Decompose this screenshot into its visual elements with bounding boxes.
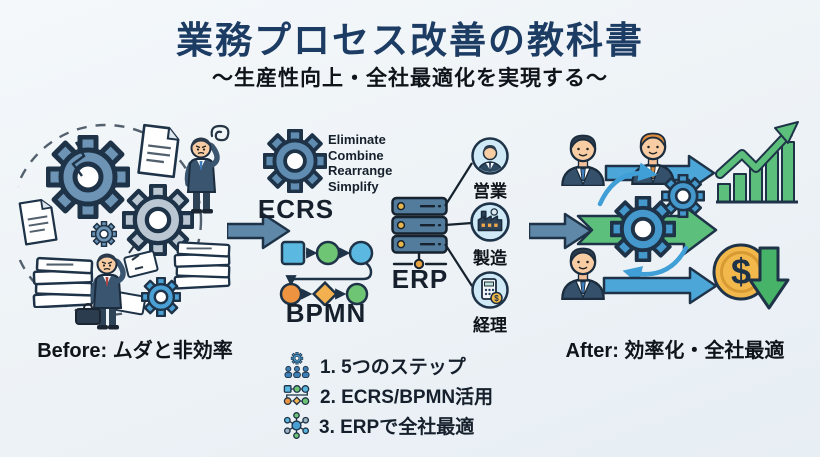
cost-down-arrow: [748, 246, 790, 310]
erp-connector-lines: [444, 162, 473, 287]
flow-arrow-2: [529, 212, 593, 250]
paper-stack-icon: [173, 240, 231, 290]
dept-manufacturing-label: 製造: [473, 249, 507, 268]
document-icon: [18, 197, 58, 246]
document-icon: [137, 123, 181, 179]
summary-item: 2. ECRS/BPMN活用: [283, 382, 493, 409]
growth-chart-icon: [715, 121, 799, 204]
sync-arrow: [597, 162, 658, 207]
ecrs-word-list: Eliminate Combine Rearrange Simplify: [328, 132, 392, 194]
erp-label: ERP: [391, 264, 449, 294]
bpmn-task-node: [280, 240, 306, 266]
mini-flowchart-icon: [283, 385, 310, 406]
ecrs-word: Rearrange: [328, 163, 393, 178]
ecrs-word: Eliminate: [328, 132, 386, 147]
page-title: 業務プロセス改善の教科書: [176, 20, 644, 61]
ecrs-word: Simplify: [328, 178, 379, 194]
before-illustration: [18, 123, 231, 337]
ecrs-gear-icon: [263, 129, 327, 193]
bpmn-gateway-node: [311, 280, 339, 306]
accounting-calculator-icon: $: [471, 271, 509, 309]
summary-item-label: 2. ECRS/BPMN活用: [320, 387, 494, 408]
bpmn-event-node: [345, 282, 369, 306]
flow-arrow-1: [227, 212, 291, 250]
ecrs-label: ECRS: [257, 194, 335, 224]
progress-arrow: [602, 266, 718, 305]
stress-marks: [128, 245, 144, 270]
dashed-cycle-outline: [18, 123, 203, 317]
summary-item-label: 3. ERPで全社最適: [319, 417, 475, 438]
ecrs-word: Combine: [328, 147, 384, 163]
paper-stack-icon: [32, 256, 94, 308]
process-gear-icon: [661, 174, 705, 218]
team-gear-icon: [284, 352, 310, 379]
bpmn-label: BPMN: [285, 298, 367, 328]
after-label: After: 効率化・全社最適: [565, 340, 785, 362]
bpmn-event-node: [348, 240, 374, 266]
bpmn-diagram: [279, 240, 374, 306]
summary-item: 1. 5つのステップ: [283, 352, 493, 379]
loose-paper-icon: [123, 250, 159, 278]
coin-currency-symbol: $: [731, 251, 751, 292]
coin-currency-symbol: $: [494, 294, 499, 303]
factory-icon: [470, 202, 510, 242]
broken-gear-icon: [48, 137, 128, 217]
after-illustration: $: [561, 121, 799, 310]
confusion-swirl-icon: [210, 124, 230, 142]
stressed-worker-icon: [187, 138, 217, 214]
bpmn-event-node: [315, 240, 341, 266]
salesperson-icon: [471, 137, 509, 175]
worker-icon: [561, 134, 605, 186]
before-label: Before: ムダと非効率: [37, 340, 233, 362]
network-icon: [283, 412, 310, 439]
briefcase-icon: [75, 302, 101, 325]
bpmn-event-node: [279, 282, 303, 306]
coin-icon: [490, 291, 503, 305]
dept-sales-label: 営業: [473, 182, 507, 201]
summary-list: 1. 5つのステップ 2. ECRS/BPMN活用: [283, 352, 493, 439]
erp-server-icon: [391, 196, 448, 270]
sync-arrow: [622, 245, 689, 285]
dept-accounting-label: 経理: [473, 316, 507, 335]
worker-icon: [561, 247, 605, 300]
summary-item-label: 1. 5つのステップ: [320, 357, 466, 378]
worker-icon: [631, 132, 675, 185]
small-gear-icon: [91, 221, 117, 247]
page-subtitle: 〜生産性向上・全社最適化を実現する〜: [212, 67, 608, 90]
gear-crack: [71, 141, 86, 177]
summary-item: 3. ERPで全社最適: [283, 412, 493, 439]
blue-gear-icon: [141, 277, 181, 317]
